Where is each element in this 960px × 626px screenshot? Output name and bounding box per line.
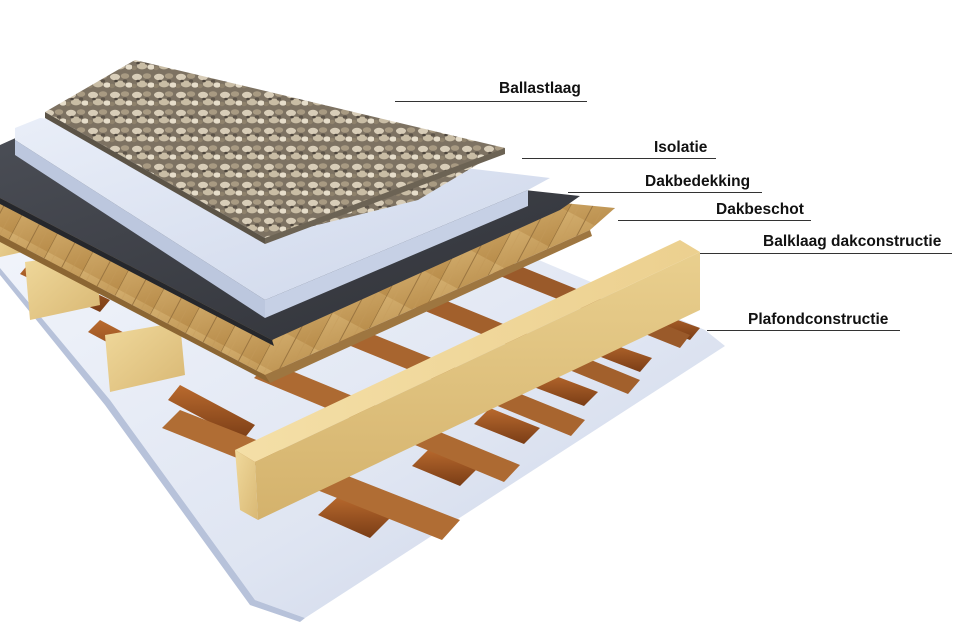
label-isolatie: Isolatie: [654, 139, 708, 156]
front-beam: [235, 240, 700, 520]
label-ballastlaag: Ballastlaag: [499, 80, 581, 97]
leader-joists: [700, 253, 952, 254]
label-dakbeschot: Dakbeschot: [716, 201, 804, 218]
leader-ballast: [395, 101, 587, 102]
leader-ceiling: [707, 330, 900, 331]
label-dakbedekking: Dakbedekking: [645, 173, 751, 190]
label-balklaag-dakconstructie: Balklaag dakconstructie: [763, 233, 942, 250]
leader-decking: [618, 220, 811, 221]
leader-membrane: [568, 192, 762, 193]
label-plafondconstructie: Plafondconstructie: [748, 311, 889, 328]
leader-insulation: [522, 158, 716, 159]
